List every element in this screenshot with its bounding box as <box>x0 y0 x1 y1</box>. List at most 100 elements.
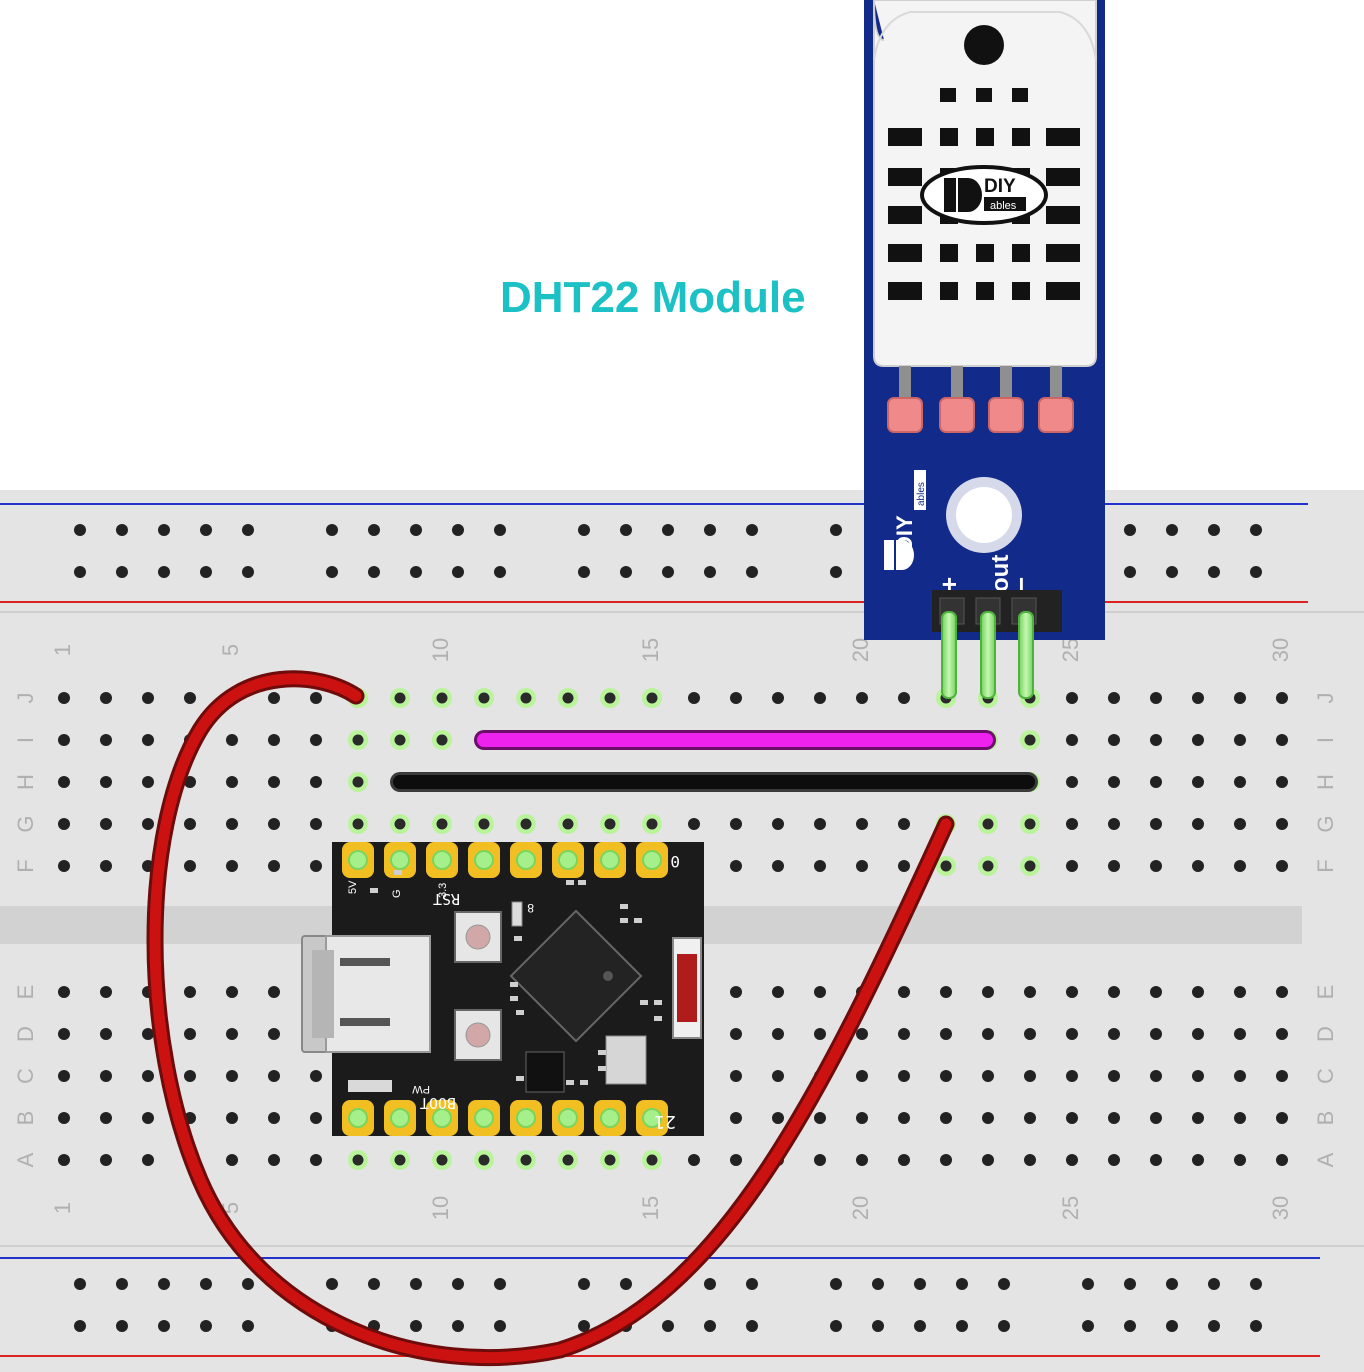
rail-hole <box>494 1278 506 1290</box>
breadboard-hole <box>184 1070 196 1082</box>
row-letter: I <box>1313 737 1338 743</box>
breadboard-hole <box>730 1070 742 1082</box>
row-letter: A <box>13 1152 38 1167</box>
rail-hole <box>578 1320 590 1332</box>
breadboard-hole <box>1150 1028 1162 1040</box>
breadboard-hole <box>142 1028 154 1040</box>
rail-hole <box>410 524 422 536</box>
breadboard-hole <box>100 1028 112 1040</box>
label-5v: 5V <box>347 880 359 894</box>
breadboard-hole <box>1066 818 1078 830</box>
breadboard-hole <box>730 1112 742 1124</box>
breadboard-hole <box>940 986 952 998</box>
smd-part <box>516 1076 524 1081</box>
breadboard-hole <box>100 1070 112 1082</box>
rail-hole <box>704 1278 716 1290</box>
rail-hole <box>74 1320 86 1332</box>
breadboard-hole <box>730 986 742 998</box>
smd-part <box>580 1080 588 1085</box>
breadboard-hole <box>982 1028 994 1040</box>
breadboard-hole <box>730 1154 742 1166</box>
smd-part <box>370 888 378 893</box>
row-letter: J <box>13 693 38 704</box>
breadboard-hole <box>58 734 70 746</box>
breadboard-hole <box>1276 818 1288 830</box>
smd-part <box>654 1000 662 1005</box>
rail-hole <box>830 1278 842 1290</box>
breadboard-hole <box>814 1154 826 1166</box>
breadboard-hole <box>58 776 70 788</box>
pin-label-out: out <box>987 555 1014 592</box>
breadboard-hole <box>1276 1070 1288 1082</box>
smd-part <box>598 1050 606 1055</box>
breadboard-hole <box>268 986 280 998</box>
rail-hole <box>158 566 170 578</box>
rail-hole <box>116 1320 128 1332</box>
breadboard-hole <box>184 818 196 830</box>
rail-hole <box>410 1320 422 1332</box>
rail-hole <box>1124 566 1136 578</box>
breadboard-hole <box>898 1070 910 1082</box>
antenna <box>672 937 702 1039</box>
breadboard-hole <box>1150 1070 1162 1082</box>
smd-part <box>598 1066 606 1071</box>
breadboard-hole <box>1234 986 1246 998</box>
breadboard-hole <box>1066 1154 1078 1166</box>
breadboard-hole <box>1024 1028 1036 1040</box>
rail-hole <box>494 566 506 578</box>
breadboard-hole <box>856 1112 868 1124</box>
rail-hole <box>200 1320 212 1332</box>
rail-hole <box>956 1278 968 1290</box>
breadboard-hole <box>940 1154 952 1166</box>
rail-hole <box>830 566 842 578</box>
rail-hole <box>1208 1320 1220 1332</box>
rail-hole <box>1124 524 1136 536</box>
rail-hole <box>1208 524 1220 536</box>
row-letter: E <box>13 985 38 1000</box>
breadboard-hole <box>142 818 154 830</box>
rail-hole <box>1082 1320 1094 1332</box>
breadboard-hole <box>100 986 112 998</box>
breadboard-hole <box>268 1112 280 1124</box>
breadboard-hole <box>730 860 742 872</box>
breadboard-hole <box>1108 776 1120 788</box>
rail-hole <box>242 524 254 536</box>
breadboard-hole <box>142 734 154 746</box>
breadboard-hole <box>1234 818 1246 830</box>
smd-part <box>394 870 402 875</box>
breadboard-hole <box>898 860 910 872</box>
breadboard-hole <box>898 818 910 830</box>
breadboard-hole <box>58 1070 70 1082</box>
usb-receptacle <box>312 935 431 1053</box>
breadboard-hole <box>184 1028 196 1040</box>
breadboard-hole <box>142 1070 154 1082</box>
label-rst: RST <box>433 890 460 908</box>
breadboard-hole <box>1066 776 1078 788</box>
rail-hole <box>1124 1320 1136 1332</box>
wires <box>146 670 1038 1366</box>
breadboard-hole <box>1150 776 1162 788</box>
breadboard-hole <box>58 1154 70 1166</box>
breadboard-hole <box>1276 734 1288 746</box>
breadboard-hole <box>688 692 700 704</box>
breadboard-hole <box>142 692 154 704</box>
breadboard-hole <box>1108 692 1120 704</box>
rail-hole <box>704 1320 716 1332</box>
rail-hole <box>326 524 338 536</box>
rail-hole <box>704 566 716 578</box>
module-title: DHT22 Module <box>500 273 806 322</box>
column-number: 25 <box>1058 1196 1083 1220</box>
row-letter: G <box>1313 815 1338 832</box>
breadboard-hole <box>58 692 70 704</box>
breadboard-hole <box>310 776 322 788</box>
row-letter: I <box>13 737 38 743</box>
breadboard-hole <box>310 1154 322 1166</box>
board-pads <box>342 842 668 1136</box>
breadboard-hole <box>142 1112 154 1124</box>
breadboard-hole <box>982 1070 994 1082</box>
breadboard-hole <box>1276 1028 1288 1040</box>
smd-part <box>634 918 642 923</box>
breadboard-hole <box>856 1070 868 1082</box>
breadboard-hole <box>814 818 826 830</box>
